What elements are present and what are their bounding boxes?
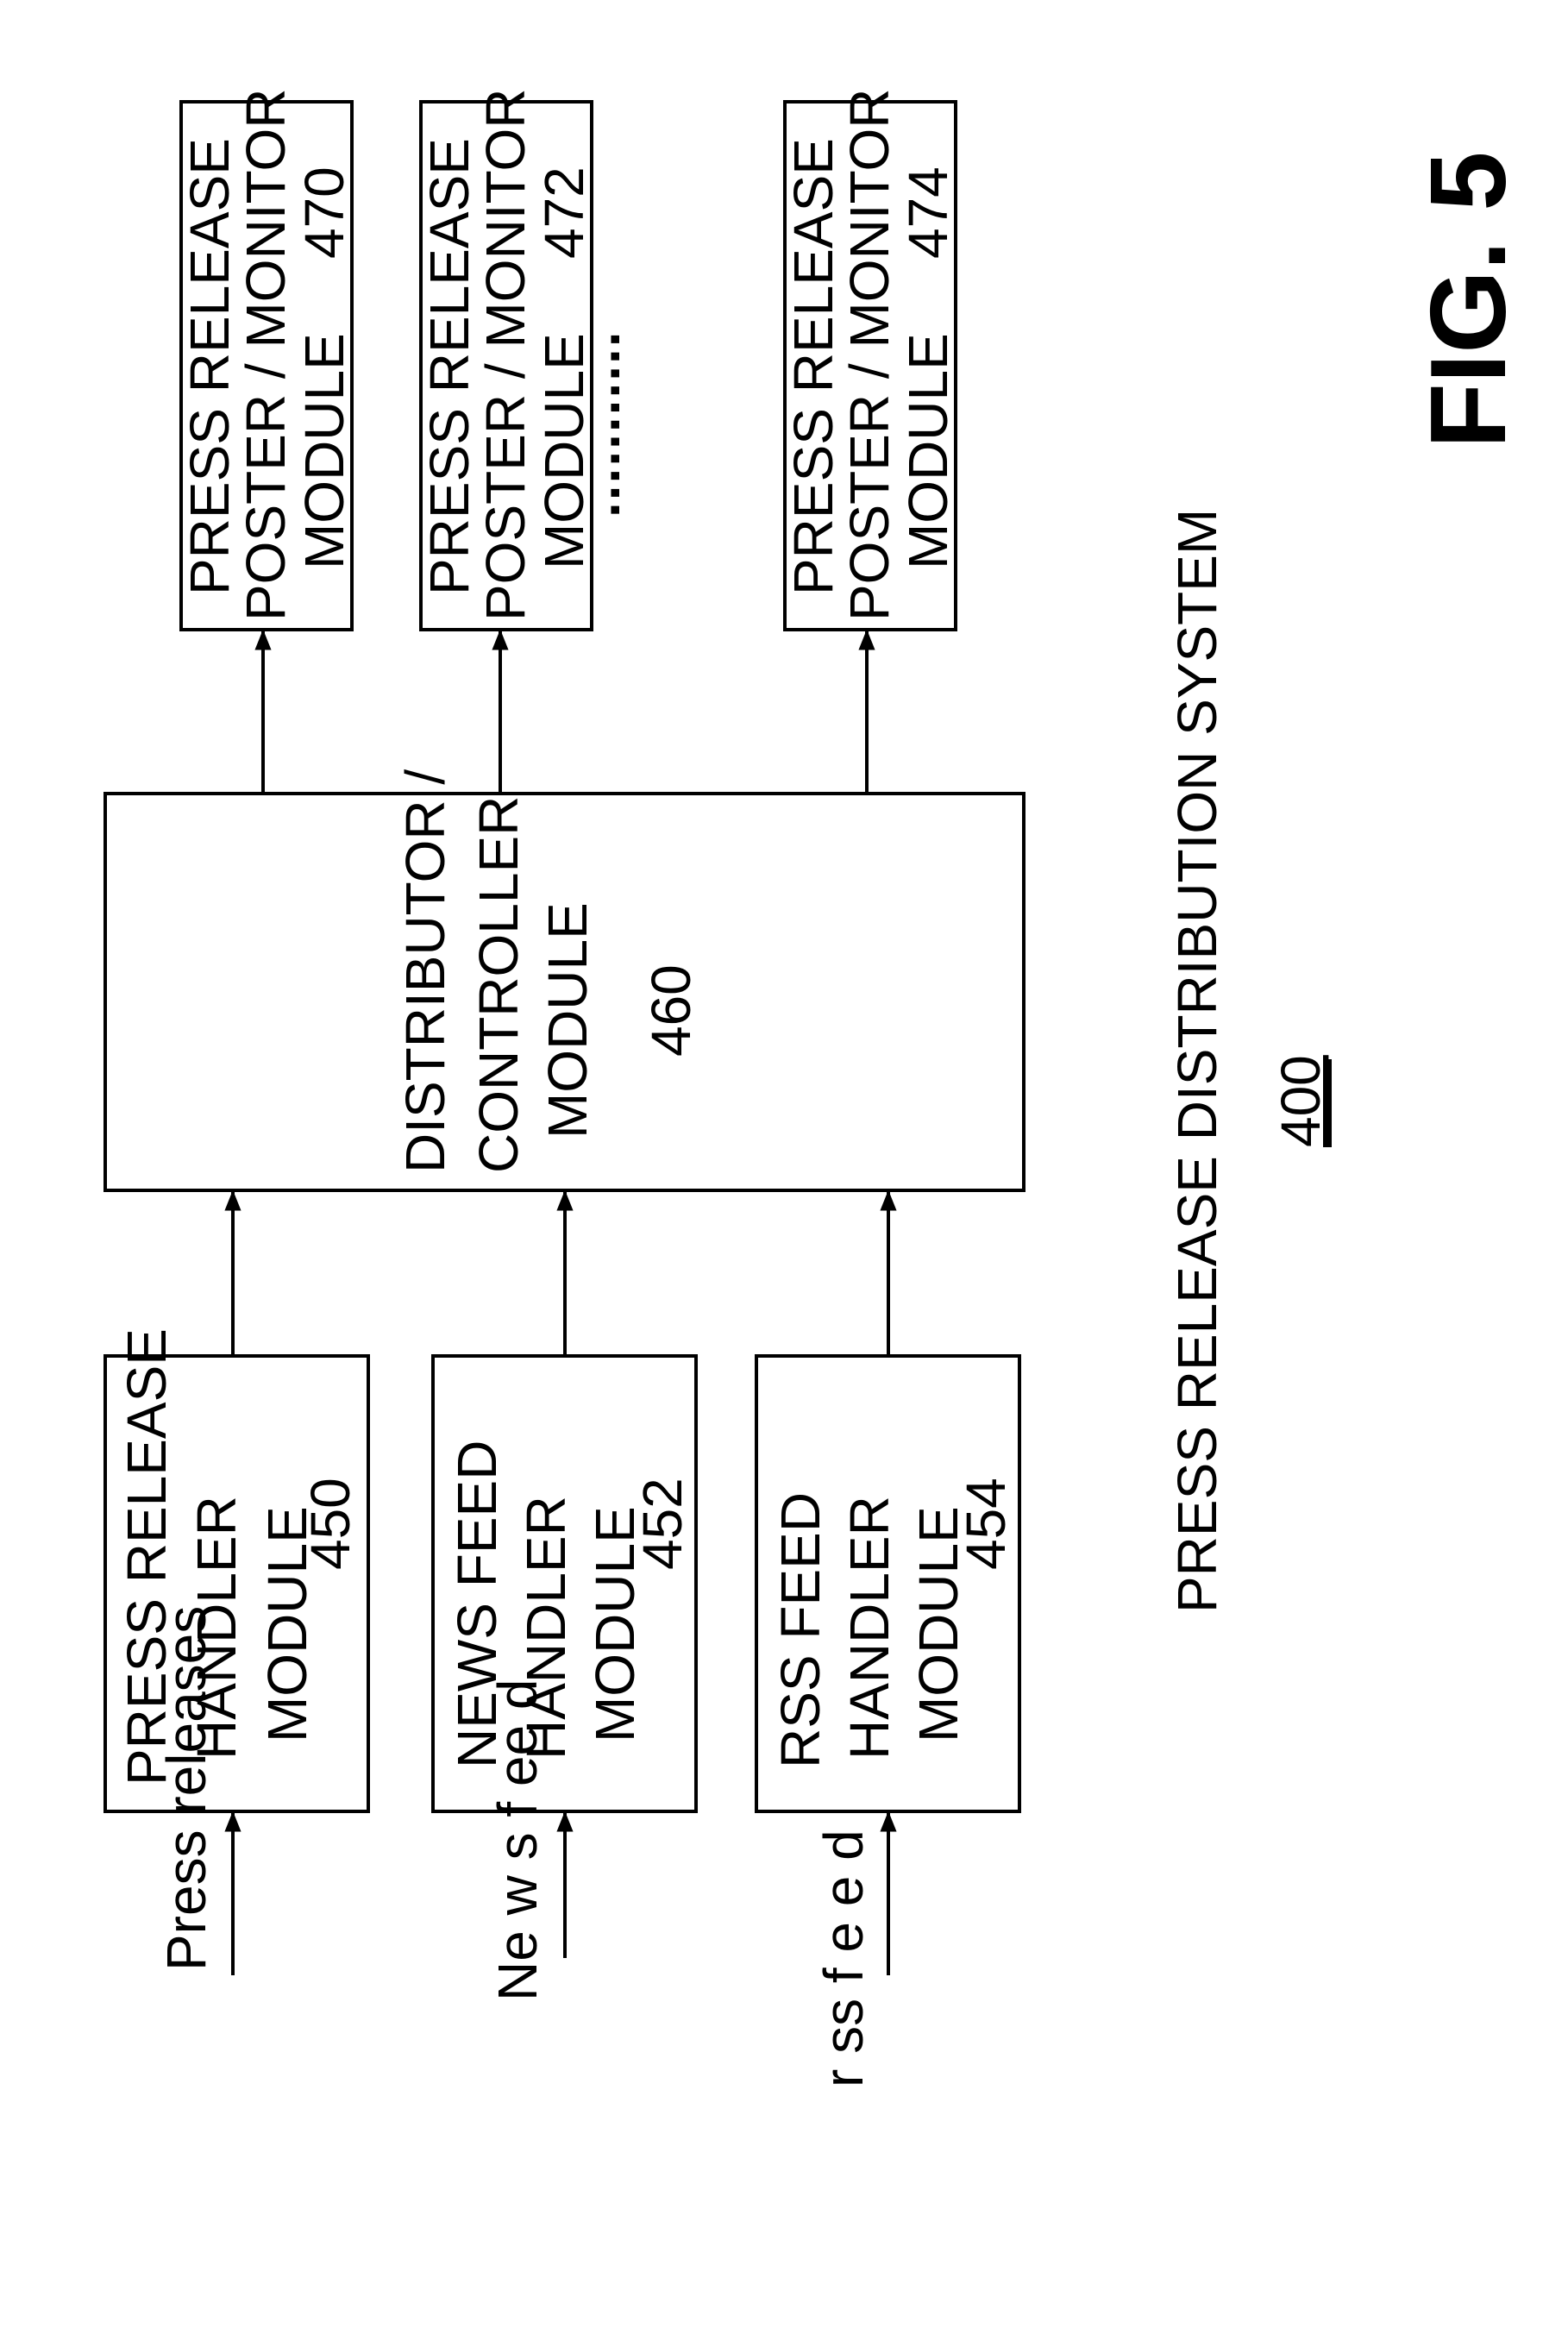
- poster-472-line2: POSTER / MONITOR: [474, 88, 536, 621]
- figure-label: FIG. 5: [1409, 151, 1528, 449]
- distributor-line3: MODULE: [536, 902, 599, 1139]
- press-release-handler-line2: HANDLER: [185, 1496, 248, 1760]
- poster-474-line1: PRESS RELEASE: [782, 138, 844, 595]
- distributor-line2: CONTROLLER: [467, 796, 530, 1173]
- poster-470-line1: PRESS RELEASE: [179, 138, 241, 595]
- press-release-handler-line1: PRESS RELEASE: [116, 1328, 178, 1786]
- distributor-line1: DISTRIBUTOR /: [394, 769, 456, 1173]
- input-label-rss-feed: r ss f e e d: [812, 1829, 875, 2087]
- news-feed-handler-module: NEWS FEED HANDLER MODULE 452: [433, 1356, 696, 1811]
- distributor-ref: 460: [640, 964, 702, 1057]
- rss-feed-handler-module: RSS FEED HANDLER MODULE 454: [756, 1356, 1019, 1811]
- rss-feed-handler-line2: HANDLER: [838, 1496, 900, 1760]
- system-title: PRESS RELEASE DISTRIBUTION SYSTEM: [1166, 509, 1228, 1613]
- poster-470-line2: POSTER / MONITOR: [235, 88, 297, 621]
- news-feed-handler-ref: 452: [631, 1478, 693, 1570]
- poster-474-line2: POSTER / MONITOR: [838, 88, 900, 621]
- poster-474-line3: MODULE: [897, 333, 959, 569]
- poster-470-line3: MODULE: [293, 333, 355, 569]
- poster-474-ref: 474: [897, 166, 959, 259]
- system-ref: 400: [1270, 1055, 1332, 1147]
- poster-monitor-module-470: PRESS RELEASE POSTER / MONITOR MODULE 47…: [179, 88, 355, 630]
- press-release-handler-ref: 450: [299, 1478, 361, 1570]
- news-feed-handler-line2: HANDLER: [515, 1496, 577, 1760]
- press-release-handler-module: PRESS RELEASE HANDLER MODULE 450: [105, 1328, 368, 1811]
- poster-472-line1: PRESS RELEASE: [418, 138, 480, 595]
- distributor-controller-module: DISTRIBUTOR / CONTROLLER MODULE 460: [105, 769, 1024, 1190]
- poster-monitor-module-474: PRESS RELEASE POSTER / MONITOR MODULE 47…: [782, 88, 959, 630]
- news-feed-handler-line1: NEWS FEED: [446, 1440, 508, 1768]
- rss-feed-handler-ref: 454: [955, 1478, 1017, 1570]
- poster-470-ref: 470: [293, 166, 355, 259]
- poster-472-ref: 472: [533, 166, 595, 259]
- rss-feed-handler-line1: RSS FEED: [769, 1492, 831, 1768]
- poster-ellipsis: ...........: [569, 329, 631, 518]
